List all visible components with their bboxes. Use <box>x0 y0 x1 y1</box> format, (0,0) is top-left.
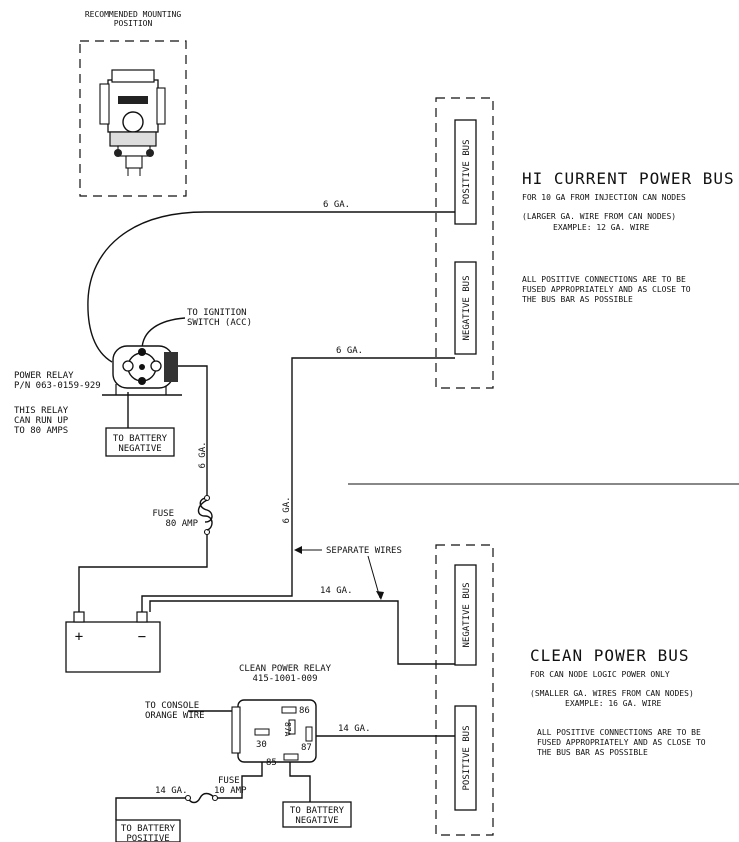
wire-mid-6ga <box>141 357 455 612</box>
hi-bus-sub3: EXAMPLE: 12 GA. WIRE <box>553 223 650 232</box>
power-relay-text-group: POWER RELAY P/N 063-0159-929 THIS RELAY … <box>14 371 101 436</box>
console-label-line2: ORANGE WIRE <box>145 711 205 721</box>
clean-relay-pin-87: 87 <box>301 743 312 753</box>
console-label-line1: TO CONSOLE <box>145 701 199 711</box>
battery-negative-1-line2: NEGATIVE <box>118 444 161 454</box>
wire-14ga-fuse-to-battery <box>115 797 186 820</box>
battery-negative-box-1: TO BATTERY NEGATIVE <box>105 427 175 457</box>
clean-bus-note1: ALL POSITIVE CONNECTIONS ARE TO BE <box>537 728 701 737</box>
power-relay-note2: CAN RUN UP <box>14 416 69 426</box>
clean-relay-title: CLEAN POWER RELAY <box>239 664 332 674</box>
ignition-label-line2: SWITCH (ACC) <box>187 318 252 328</box>
clean-bus-title: CLEAN POWER BUS <box>530 646 690 665</box>
clean-relay-pin-85: 85 <box>266 758 277 768</box>
clean-relay-pin-87a: 87A <box>283 722 292 737</box>
clean-negative-bus-bar <box>454 564 477 666</box>
hi-negative-bus-bar <box>454 261 477 355</box>
separate-wires-pointer-2 <box>367 555 381 599</box>
power-relay-label: POWER RELAY <box>14 371 74 381</box>
clean-positive-bus-label: POSITIVE BUS <box>462 725 472 790</box>
clean-bus-note3: THE BUS BAR AS POSSIBLE <box>537 748 648 757</box>
clean-bus-sub3: EXAMPLE: 16 GA. WIRE <box>565 699 662 708</box>
clean-negative-bus-label: NEGATIVE BUS <box>462 582 472 647</box>
hi-bus-note1: ALL POSITIVE CONNECTIONS ARE TO BE <box>522 275 686 284</box>
wire-14ga-relay-label: 14 GA. <box>338 724 371 734</box>
separate-wires-arrowhead-1 <box>294 546 302 554</box>
clean-relay-part-number: 415-1001-009 <box>252 674 317 684</box>
fuse-80-wave <box>197 499 213 531</box>
wire-mid-6ga-label: 6 GA. <box>336 346 363 356</box>
wire-vertical-6ga-right-label: 6 GA. <box>282 496 292 523</box>
power-relay-icon <box>102 345 182 396</box>
clean-bus-sub1: FOR CAN NODE LOGIC POWER ONLY <box>530 670 670 679</box>
wire-14ga-battery-label: 14 GA. <box>320 586 353 596</box>
separate-wires-arrowhead-2 <box>376 591 384 600</box>
fuse-10-label-line1: FUSE <box>218 776 240 786</box>
battery-plus-sign: + <box>75 629 83 645</box>
clean-bus-sub2: (SMALLER GA. WIRES FROM CAN NODES) <box>530 689 694 698</box>
clean-positive-bus-bar <box>454 705 477 811</box>
fuse-10-label-line2: 10 AMP <box>214 786 247 796</box>
hi-bus-text-group: HI CURRENT POWER BUS FOR 10 GA FROM INJE… <box>522 169 735 304</box>
hi-bus-title: HI CURRENT POWER BUS <box>522 169 735 188</box>
power-relay-part-number: P/N 063-0159-929 <box>14 381 101 391</box>
mounting-dashed-box <box>79 40 187 197</box>
battery-negative-box-2: TO BATTERY NEGATIVE <box>282 801 352 828</box>
wire-relay-85 <box>289 762 311 802</box>
wire-top-6ga <box>87 211 455 363</box>
wire-relay-to-fuse <box>172 365 208 498</box>
battery-negative-1-line1: TO BATTERY <box>113 434 168 444</box>
relay-mounted-icon <box>99 69 166 176</box>
separate-wires-label: SEPARATE WIRES <box>326 546 402 556</box>
wire-ignition <box>141 317 186 351</box>
power-relay-note3: TO 80 AMPS <box>14 426 68 436</box>
hi-bus-sub1: FOR 10 GA FROM INJECTION CAN NODES <box>522 193 686 202</box>
wire-14ga-battery-negative <box>149 600 455 665</box>
wire-fuse-to-battery-positive <box>78 532 208 612</box>
power-relay-note1: THIS RELAY <box>14 406 69 416</box>
clean-bus-text-group: CLEAN POWER BUS FOR CAN NODE LOGIC POWER… <box>530 646 706 757</box>
clean-bus-group: NEGATIVE BUS POSITIVE BUS <box>435 544 494 836</box>
mounting-title-line1: RECOMMENDED MOUNTING <box>85 10 182 19</box>
hi-positive-bus-bar <box>454 119 477 225</box>
wires-group: 6 GA. 6 GA. 6 GA. 6 GA. 14 GA. SEPARATE … <box>78 200 455 820</box>
battery-icon: + − <box>65 611 161 673</box>
mounting-title-line2: POSITION <box>114 19 153 28</box>
hi-bus-dashed-box <box>435 97 494 389</box>
clean-bus-dashed-box <box>435 544 494 836</box>
hi-bus-sub2: (LARGER GA. WIRE FROM CAN NODES) <box>522 212 676 221</box>
wire-relay-30 <box>215 742 263 799</box>
battery-positive-box: TO BATTERY POSITIVE <box>115 819 181 842</box>
battery-minus-sign: − <box>138 629 146 645</box>
clean-relay-pin-86: 86 <box>299 706 310 716</box>
wire-vertical-6ga-left-label: 6 GA. <box>198 441 208 468</box>
clean-relay-pin-30: 30 <box>256 740 267 750</box>
battery-positive-line1: TO BATTERY <box>121 824 176 834</box>
hi-bus-note3: THE BUS BAR AS POSSIBLE <box>522 295 633 304</box>
fuse-10-symbol <box>187 792 216 804</box>
battery-negative-2-line2: NEGATIVE <box>295 816 338 826</box>
clean-relay-icon: 86 30 87A 87 85 <box>231 699 317 768</box>
fuse-80-symbol <box>199 497 213 523</box>
wire-14ga-fuse-label: 14 GA. <box>155 786 188 796</box>
hi-negative-bus-label: NEGATIVE BUS <box>462 275 472 340</box>
wire-top-6ga-label: 6 GA. <box>323 200 350 210</box>
battery-positive-line2: POSITIVE <box>126 834 169 842</box>
fuse-80-label-line2: 80 AMP <box>165 519 198 529</box>
hi-bus-note2: FUSED APPROPRIATELY AND AS CLOSE TO <box>522 285 691 294</box>
fuse-80-label-line1: FUSE <box>152 509 174 519</box>
hi-current-bus-group: POSITIVE BUS NEGATIVE BUS <box>435 97 494 389</box>
hi-positive-bus-label: POSITIVE BUS <box>462 139 472 204</box>
mounting-position-group: RECOMMENDED MOUNTING POSITION <box>79 10 187 197</box>
ignition-label-line1: TO IGNITION <box>187 308 247 318</box>
clean-bus-note2: FUSED APPROPRIATELY AND AS CLOSE TO <box>537 738 706 747</box>
battery-negative-2-line1: TO BATTERY <box>290 806 345 816</box>
